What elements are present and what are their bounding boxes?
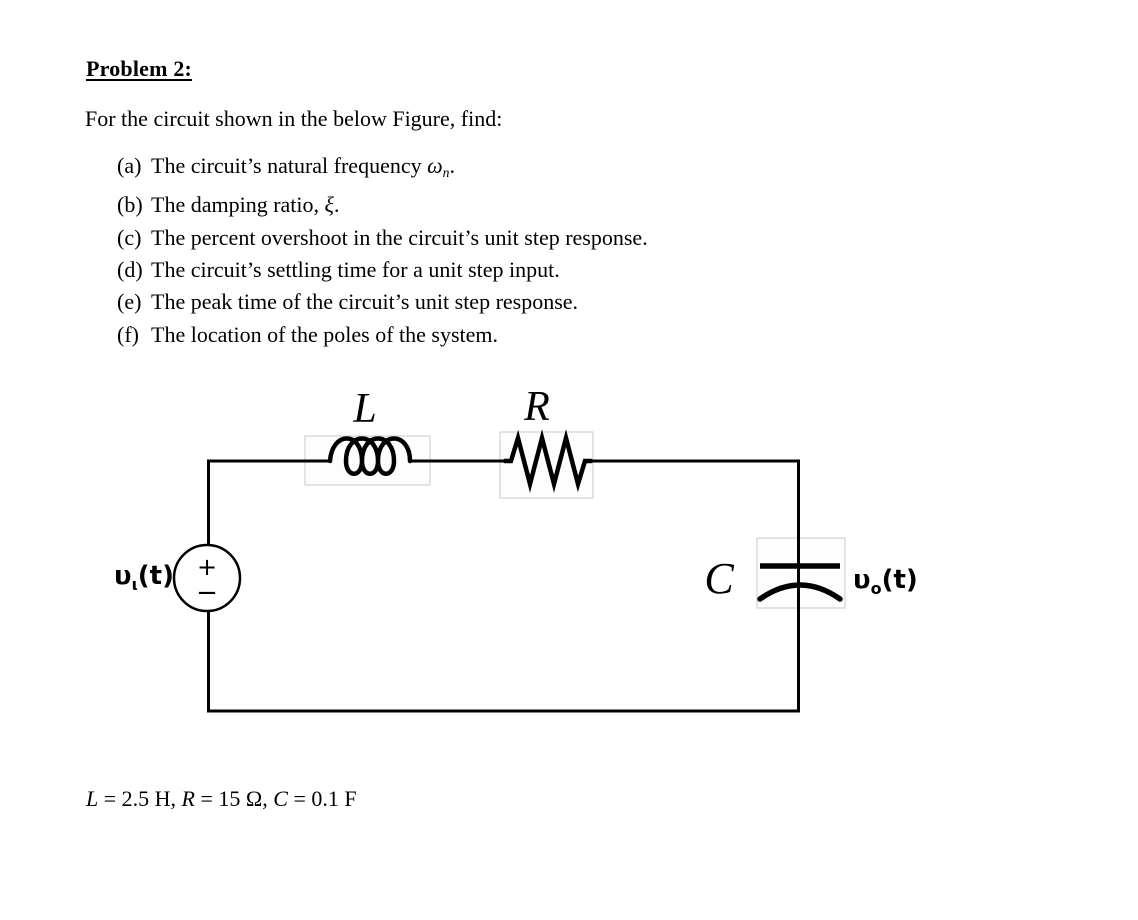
input-voltage-label: υι(t) bbox=[98, 561, 174, 594]
voltage-source-circle bbox=[172, 543, 242, 613]
capacitor-label: C bbox=[704, 554, 734, 603]
list-item-a: (a) The circuit’s natural frequency ωn. bbox=[117, 150, 648, 189]
text-segment: n bbox=[442, 164, 450, 180]
text-segment: C bbox=[273, 786, 288, 811]
capacitor-box bbox=[756, 537, 846, 609]
text-segment: R bbox=[181, 786, 195, 811]
source-plus-sign: + bbox=[197, 553, 217, 581]
resistor-label: R bbox=[523, 384, 550, 430]
item-label: (d) bbox=[117, 257, 143, 283]
list-item-d: (d) The circuit’s settling time for a un… bbox=[117, 254, 648, 286]
text-segment: The damping ratio, bbox=[151, 192, 325, 218]
text-segment: The location of the poles of the system. bbox=[151, 321, 499, 347]
text-segment: The circuit’s natural frequency bbox=[151, 153, 428, 178]
text-segment: The percent overshoot in the circuit’s u… bbox=[151, 224, 648, 250]
component-values-line: L = 2.5 H, R = 15 Ω, C = 0.1 F bbox=[86, 786, 357, 812]
input-voltage-sub: ι bbox=[131, 575, 138, 594]
source-minus-sign: − bbox=[196, 578, 218, 608]
item-label: (f) bbox=[117, 321, 139, 347]
inductor-box bbox=[304, 435, 431, 486]
output-voltage-label: υo(t) bbox=[853, 565, 918, 598]
input-voltage-base: υ bbox=[114, 561, 132, 591]
item-text: The circuit’s natural frequency ωn. bbox=[151, 150, 455, 189]
text-segment: The peak time of the circuit’s unit step… bbox=[151, 289, 579, 315]
output-voltage-suffix: (t) bbox=[881, 565, 918, 595]
inductor-symbol bbox=[327, 436, 413, 476]
item-text: The damping ratio, ξ. bbox=[151, 189, 339, 221]
item-label: (c) bbox=[117, 224, 142, 250]
text-segment: . bbox=[449, 153, 455, 178]
resistor-symbol bbox=[502, 429, 594, 493]
text-segment: The circuit’s settling time for a unit s… bbox=[151, 257, 560, 283]
item-label: (a) bbox=[117, 153, 142, 178]
intro-text: For the circuit shown in the below Figur… bbox=[85, 106, 503, 131]
item-text: The percent overshoot in the circuit’s u… bbox=[151, 222, 648, 254]
inductor-label: L bbox=[352, 386, 376, 432]
item-label: (b) bbox=[117, 192, 143, 218]
text-segment: ξ bbox=[324, 192, 334, 218]
input-voltage-suffix: (t) bbox=[137, 561, 174, 591]
item-text: The peak time of the circuit’s unit step… bbox=[151, 286, 578, 318]
output-voltage-sub: o bbox=[870, 579, 882, 598]
resistor-box bbox=[499, 431, 594, 499]
list-item-e: (e) The peak time of the circuit’s unit … bbox=[117, 286, 648, 318]
text-segment: ω bbox=[427, 153, 443, 178]
list-item-f: (f) The location of the poles of the sys… bbox=[117, 319, 648, 351]
list-item-b: (b) The damping ratio, ξ. bbox=[117, 189, 648, 221]
output-voltage-base: υ bbox=[853, 565, 871, 595]
item-label: (e) bbox=[117, 289, 142, 315]
text-segment: L bbox=[86, 786, 99, 811]
text-segment: = 2.5 H, bbox=[98, 786, 182, 811]
text-segment: . bbox=[333, 192, 340, 218]
text-segment: = 15 Ω, bbox=[195, 786, 274, 811]
list-item-c: (c) The percent overshoot in the circuit… bbox=[117, 222, 648, 254]
item-text: The circuit’s settling time for a unit s… bbox=[151, 254, 560, 286]
page-title: Problem 2: bbox=[86, 56, 193, 81]
capacitor-curved-plate bbox=[757, 582, 843, 602]
question-list: (a) The circuit’s natural frequency ωn. … bbox=[117, 150, 648, 351]
item-text: The location of the poles of the system. bbox=[151, 319, 498, 351]
text-segment: = 0.1 F bbox=[287, 786, 357, 811]
